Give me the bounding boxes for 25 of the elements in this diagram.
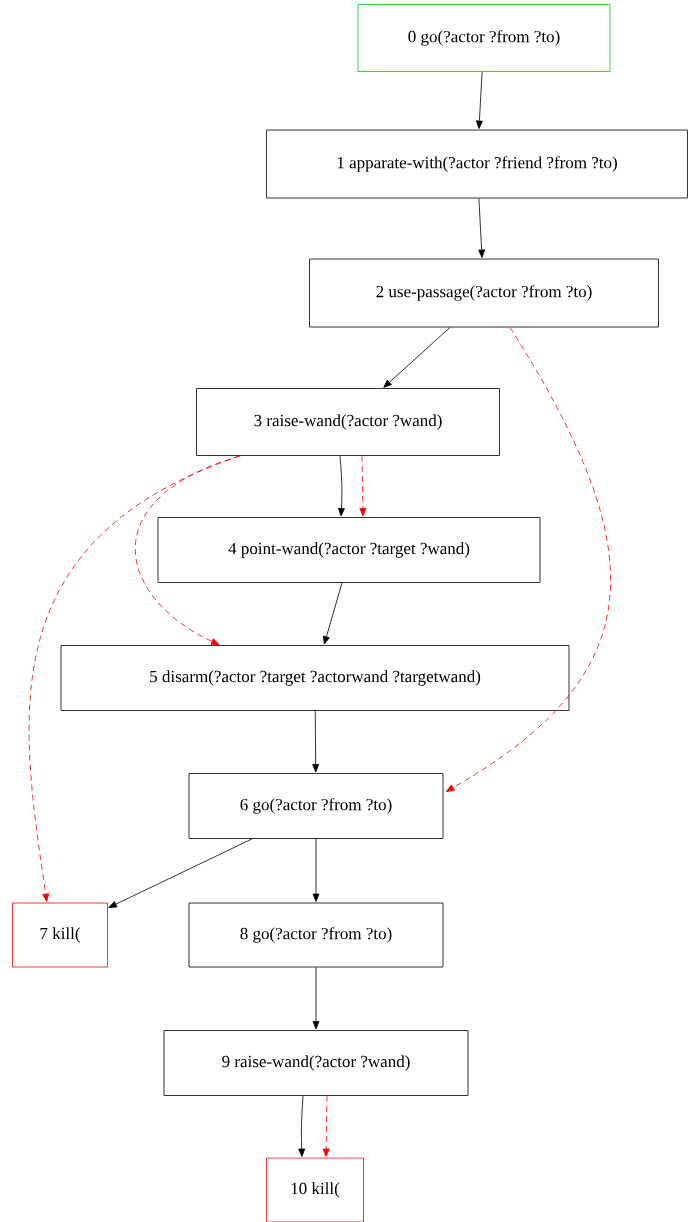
process-box: 7 kill( — [12, 902, 108, 968]
arrow — [445, 327, 611, 792]
arrow — [312, 838, 320, 902]
arrow — [312, 967, 320, 1030]
process-box: 8 go(?actor ?from ?to) — [188, 902, 444, 968]
arrow — [475, 71, 483, 129]
arrow — [478, 198, 486, 258]
process-box: 3 raise-wand(?actor ?wand) — [196, 388, 500, 456]
arrow — [312, 710, 320, 773]
process-box: 4 point-wand(?actor ?target ?wand) — [157, 517, 541, 583]
process-box: 10 kill( — [266, 1157, 364, 1222]
arrow — [28, 455, 241, 902]
process-box: 2 use-passage(?actor ?from ?to) — [309, 258, 659, 328]
arrow — [108, 838, 253, 908]
arrow — [338, 455, 345, 517]
process-box: 5 disarm(?actor ?target ?actorwand ?targetwand) — [60, 645, 570, 711]
arrow — [323, 582, 343, 645]
arrow — [298, 1095, 306, 1157]
process-box: 6 go(?actor ?from ?to) — [188, 773, 444, 839]
process-box: 1 apparate-with(?actor ?friend ?from ?to) — [266, 129, 688, 199]
arrow — [359, 455, 367, 517]
process-box: 9 raise-wand(?actor ?wand) — [163, 1030, 469, 1096]
arrow — [322, 1095, 330, 1157]
process-box: 0 go(?actor ?from ?to) — [357, 4, 611, 72]
arrow — [383, 327, 451, 388]
